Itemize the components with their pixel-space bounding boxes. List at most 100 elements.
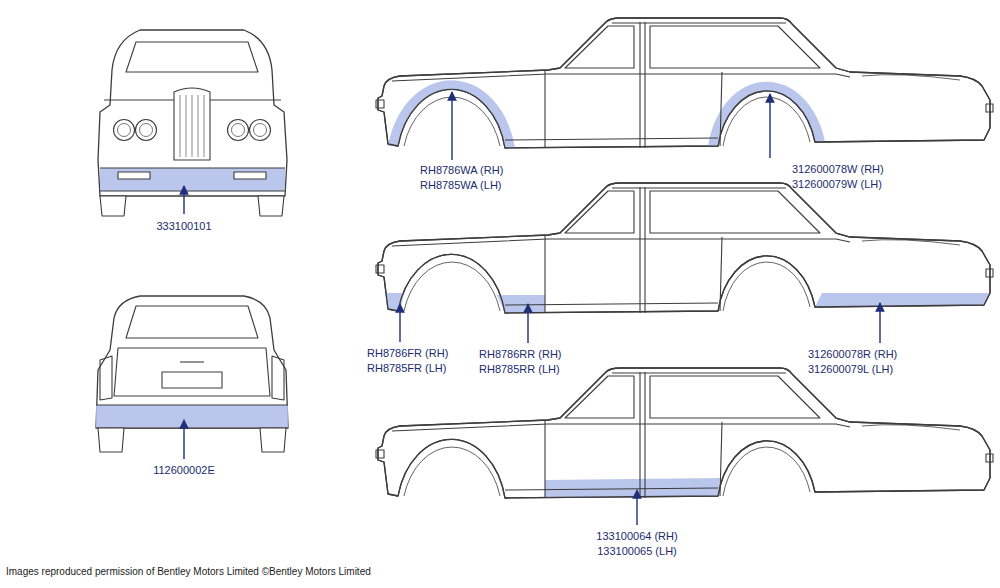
rear-view-body bbox=[96, 296, 288, 452]
body-outline bbox=[378, 18, 990, 148]
roof-line bbox=[612, 372, 786, 373]
grille-bar bbox=[180, 95, 181, 157]
door-line bbox=[639, 22, 640, 148]
door-line bbox=[720, 237, 722, 311]
door-line bbox=[720, 72, 722, 146]
part-number: RH8786WA (RH) bbox=[420, 163, 503, 177]
part-number: RH8786FR (RH) bbox=[367, 346, 448, 360]
grille-bar bbox=[198, 95, 199, 157]
boot-line bbox=[862, 425, 960, 430]
leader-arrow bbox=[399, 304, 400, 342]
wheelhouse-line bbox=[723, 97, 810, 146]
highlighted-panel bbox=[96, 405, 288, 428]
roof-line bbox=[612, 187, 786, 188]
part-number: RH8785RR (LH) bbox=[479, 362, 560, 376]
headlamp bbox=[114, 120, 135, 141]
body-outline bbox=[378, 368, 990, 498]
window-opening bbox=[650, 376, 820, 418]
wheelhouse-line bbox=[723, 262, 810, 311]
boot-line bbox=[862, 240, 960, 245]
part-number: RH8785WA (LH) bbox=[420, 178, 502, 192]
bumper-stub bbox=[376, 450, 384, 458]
leader-arrow bbox=[636, 490, 637, 525]
body-outline bbox=[98, 30, 287, 196]
leader-arrow bbox=[183, 420, 184, 459]
belt-line bbox=[392, 424, 850, 431]
body-outline bbox=[378, 18, 990, 148]
part-number: 133100064 (RH) bbox=[596, 529, 677, 543]
tail-lamp bbox=[100, 356, 112, 400]
part-number: 333100101 bbox=[156, 219, 211, 233]
side-view-body bbox=[376, 368, 993, 498]
bumper-stub bbox=[986, 104, 993, 112]
credit-note: Images reproduced permission of Bentley … bbox=[6, 565, 371, 579]
door-line bbox=[644, 22, 645, 148]
boot-handle bbox=[180, 361, 204, 362]
part-number: 112600002E bbox=[153, 463, 215, 477]
sill-line bbox=[505, 303, 718, 305]
headlamp bbox=[228, 120, 249, 141]
door-line bbox=[720, 422, 722, 496]
sill-line bbox=[505, 138, 718, 140]
indicator bbox=[234, 172, 266, 179]
grille bbox=[174, 88, 210, 160]
headlamp bbox=[136, 120, 157, 141]
bumper-stub bbox=[986, 269, 993, 277]
body-outline bbox=[378, 183, 990, 313]
window-opening bbox=[565, 26, 634, 68]
door-line bbox=[644, 372, 645, 498]
grille-bar bbox=[192, 95, 193, 157]
part-number: RH8785FR (LH) bbox=[367, 361, 446, 375]
boot-lid bbox=[114, 348, 270, 396]
part-number: 312600078R (RH) bbox=[808, 347, 897, 361]
window-opening bbox=[650, 26, 820, 68]
grille-bar bbox=[186, 95, 187, 157]
headlamp bbox=[250, 120, 271, 141]
tail-lamp bbox=[272, 356, 284, 400]
body-outline bbox=[378, 368, 990, 498]
bumper-stub bbox=[376, 265, 384, 273]
tyre bbox=[100, 196, 126, 216]
windscreen bbox=[126, 42, 258, 72]
window-opening bbox=[565, 376, 634, 418]
door-line bbox=[639, 372, 640, 498]
leader-arrow bbox=[769, 94, 770, 158]
bumper-line bbox=[100, 168, 285, 191]
wheelhouse-line bbox=[404, 447, 500, 496]
body-outline bbox=[378, 183, 990, 313]
roof-line bbox=[612, 22, 786, 23]
window-opening bbox=[650, 191, 820, 233]
door-line bbox=[544, 420, 545, 498]
number-plate bbox=[162, 372, 222, 388]
rear-window bbox=[126, 306, 258, 338]
part-number: 312600078W (RH) bbox=[792, 162, 884, 176]
indicator bbox=[118, 172, 150, 179]
tyre bbox=[258, 196, 284, 216]
leader-arrow bbox=[451, 92, 452, 160]
tyre bbox=[98, 428, 124, 452]
door-line bbox=[639, 187, 640, 313]
wheelhouse-line bbox=[404, 262, 500, 311]
side-view-body bbox=[376, 18, 993, 148]
headlamp bbox=[254, 124, 267, 137]
leader-arrow bbox=[183, 186, 184, 214]
headlamp bbox=[232, 124, 245, 137]
bumper-line bbox=[96, 405, 288, 428]
door-line bbox=[644, 187, 645, 313]
bumper-stub bbox=[986, 454, 993, 462]
body-outline bbox=[96, 296, 288, 428]
headlamp bbox=[140, 124, 153, 137]
part-number: RH8786RR (RH) bbox=[479, 347, 562, 361]
part-number: 312600079L (LH) bbox=[808, 362, 893, 376]
door-line bbox=[544, 235, 545, 313]
leader-arrow bbox=[879, 303, 880, 343]
headlamp bbox=[118, 124, 131, 137]
leader-arrow bbox=[527, 304, 528, 343]
door-line bbox=[544, 70, 545, 148]
grille-bar bbox=[204, 95, 205, 157]
wheelhouse-line bbox=[723, 447, 810, 496]
part-number: 312600079W (LH) bbox=[792, 177, 882, 191]
sill-line bbox=[505, 488, 718, 490]
tyre bbox=[260, 428, 286, 452]
